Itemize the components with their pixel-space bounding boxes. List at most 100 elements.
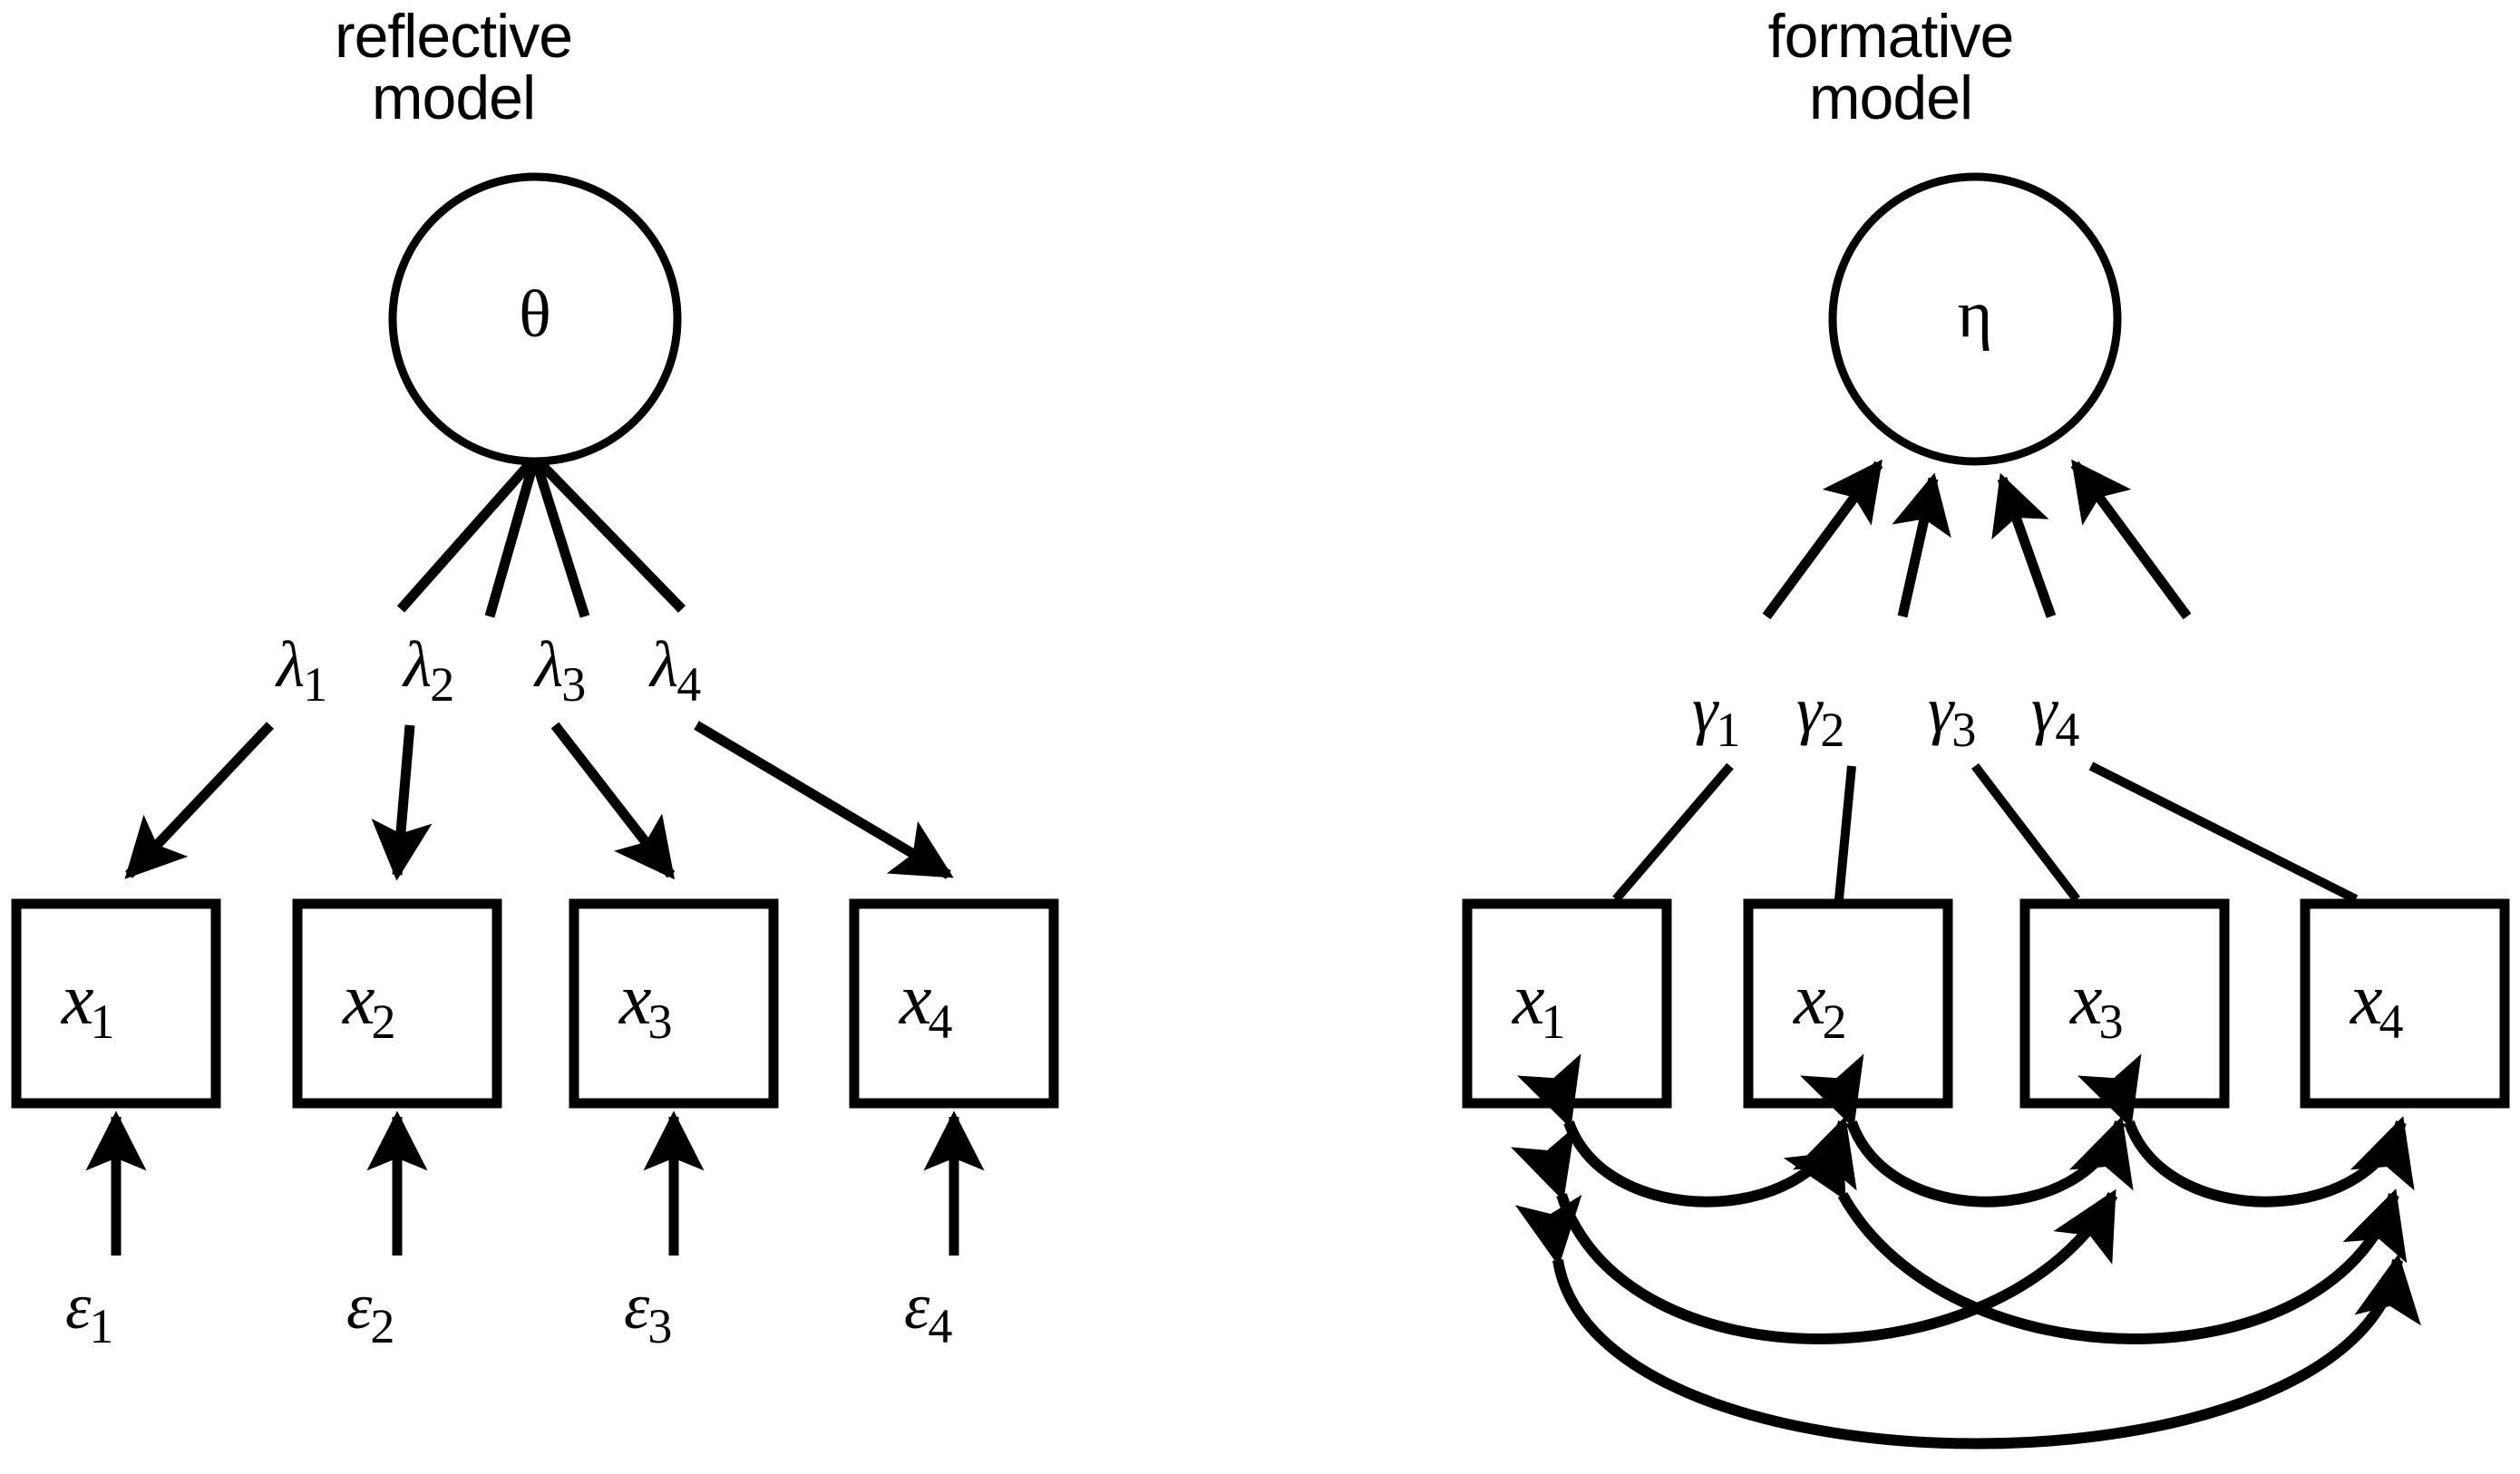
indicator-label-x4-sub: 4 xyxy=(928,994,953,1049)
weight-label-gamma3-sub: 3 xyxy=(1951,703,1977,757)
weight-label-gamma2-base: γ xyxy=(1796,674,1823,746)
weight-label-gamma4: γ4 xyxy=(2031,673,2081,757)
indicator-label-x3-f-sub: 3 xyxy=(2098,994,2124,1049)
panel-title-reflective: reflective model xyxy=(245,5,662,129)
indicator-label-x2-sub: 2 xyxy=(371,994,396,1049)
error-label-epsilon1: ε1 xyxy=(65,1269,115,1353)
weight-arrow-3 xyxy=(1991,472,2057,618)
indicator-box-x3 xyxy=(569,898,779,1109)
latent-circle-eta xyxy=(1828,172,2122,466)
weight-stem-line-1 xyxy=(1612,762,1734,903)
indicator-label-x4-f-sub: 4 xyxy=(2379,994,2404,1049)
loading-label-lambda3-sub: 3 xyxy=(561,657,587,712)
indicator-label-x4-f-base: x xyxy=(2350,960,2383,1040)
weight-label-gamma4-base: γ xyxy=(2031,674,2058,746)
loading-label-lambda3-base: λ xyxy=(535,628,564,701)
indicator-label-x2: x2 xyxy=(343,959,400,1049)
loading-label-lambda4: λ4 xyxy=(650,627,703,712)
indicator-label-x1-sub: 1 xyxy=(90,994,115,1049)
indicator-label-x1-f-base: x xyxy=(1513,960,1545,1040)
error-label-epsilon4-base: ε xyxy=(904,1270,930,1343)
weight-arrow-4 xyxy=(2070,459,2192,620)
loading-arrow-4 xyxy=(694,721,954,879)
correlation-arc-x1-x2 xyxy=(1516,1053,1857,1207)
indicator-boxes-formative xyxy=(1462,898,2510,1109)
panel-title-formative-label: formative model xyxy=(1767,2,2015,132)
weight-label-gamma3: γ3 xyxy=(1928,673,1978,757)
loading-label-lambda1: λ1 xyxy=(277,627,329,712)
latent-label-theta: θ xyxy=(490,276,580,354)
panel-reflective xyxy=(11,172,1059,1256)
weight-arrow-2 xyxy=(1892,472,1951,618)
weight-label-gamma3-base: γ xyxy=(1928,674,1954,746)
loading-label-lambda2-sub: 2 xyxy=(430,657,455,712)
loading-label-lambda4-base: λ xyxy=(650,628,679,701)
error-label-epsilon1-sub: 1 xyxy=(89,1299,114,1353)
loading-fan-line-1 xyxy=(396,454,540,613)
indicator-boxes-reflective xyxy=(11,898,1059,1109)
error-label-epsilon2-base: ε xyxy=(346,1270,373,1343)
correlation-arc-x1-x4 xyxy=(1514,1194,2421,1450)
loading-label-lambda1-base: λ xyxy=(277,628,306,701)
latent-circle-theta xyxy=(388,172,682,466)
loading-arrows xyxy=(124,721,954,881)
panel-title-formative: formative model xyxy=(1682,5,2099,129)
panel-formative xyxy=(1462,172,2510,1450)
latent-label-theta-text: θ xyxy=(519,277,551,352)
loading-fan-line-2 xyxy=(484,456,540,618)
indicator-box-x2 xyxy=(292,898,502,1109)
indicator-label-x3-sub: 3 xyxy=(647,994,673,1049)
loading-fan-line-3 xyxy=(530,456,590,618)
loading-arrow-1 xyxy=(124,722,274,879)
latent-label-eta-text: η xyxy=(1957,277,1993,352)
weight-label-gamma4-sub: 4 xyxy=(2055,703,2080,757)
error-label-epsilon2: ε2 xyxy=(346,1269,396,1353)
weight-arrows xyxy=(1762,459,2192,620)
indicator-label-x3-f: x3 xyxy=(2070,959,2127,1049)
error-arrows xyxy=(85,1110,985,1256)
loading-arrow-2 xyxy=(371,724,433,881)
latent-label-eta: η xyxy=(1930,276,2020,354)
indicator-label-x3-f-base: x xyxy=(2070,960,2103,1040)
error-label-epsilon2-sub: 2 xyxy=(370,1299,395,1353)
loading-label-lambda1-sub: 1 xyxy=(303,657,328,712)
loading-label-lambda3: λ3 xyxy=(535,627,588,712)
correlation-arcs xyxy=(1510,1053,2421,1450)
weight-label-gamma1-base: γ xyxy=(1692,674,1718,746)
indicator-label-x2-base: x xyxy=(343,960,375,1040)
indicator-label-x3: x3 xyxy=(619,959,676,1049)
error-label-epsilon4: ε4 xyxy=(904,1269,954,1353)
correlation-arc-x3-x4 xyxy=(2077,1053,2415,1207)
error-label-epsilon3-base: ε xyxy=(624,1270,650,1343)
indicator-box-x1 xyxy=(11,898,221,1109)
weight-stem-line-4 xyxy=(2088,761,2359,904)
indicator-label-x3-base: x xyxy=(619,960,652,1040)
weight-label-gamma2-sub: 2 xyxy=(1820,703,1845,757)
loading-label-lambda2: λ2 xyxy=(404,627,456,712)
correlation-arc-x1-x3 xyxy=(1510,1126,2118,1344)
weight-label-gamma1: γ1 xyxy=(1692,673,1742,757)
error-label-epsilon1-base: ε xyxy=(65,1270,92,1343)
indicator-label-x1-f: x1 xyxy=(1513,959,1570,1049)
loading-arrow-3 xyxy=(550,722,676,880)
weight-stem-lines xyxy=(1612,761,2359,904)
indicator-label-x2-f-base: x xyxy=(1794,960,1826,1040)
loading-fan-lines xyxy=(396,454,686,618)
correlation-arc-x2-x4 xyxy=(1783,1125,2408,1344)
weight-stem-line-2 xyxy=(1834,765,1856,900)
error-label-epsilon3-sub: 3 xyxy=(647,1299,673,1353)
indicator-label-x4-base: x xyxy=(900,960,932,1040)
indicator-label-x4: x4 xyxy=(900,959,957,1049)
error-label-epsilon3: ε3 xyxy=(624,1269,674,1353)
loading-fan-line-4 xyxy=(531,454,686,613)
loading-label-lambda2-base: λ xyxy=(404,628,433,701)
correlation-arc-x2-x3 xyxy=(1799,1053,2134,1207)
weight-label-gamma1-sub: 1 xyxy=(1716,703,1741,757)
panel-title-reflective-label: reflective model xyxy=(334,2,573,132)
indicator-label-x1-base: x xyxy=(62,960,94,1040)
weight-stem-line-3 xyxy=(1971,762,2080,903)
indicator-label-x1: x1 xyxy=(62,959,119,1049)
error-label-epsilon4-sub: 4 xyxy=(928,1299,953,1353)
